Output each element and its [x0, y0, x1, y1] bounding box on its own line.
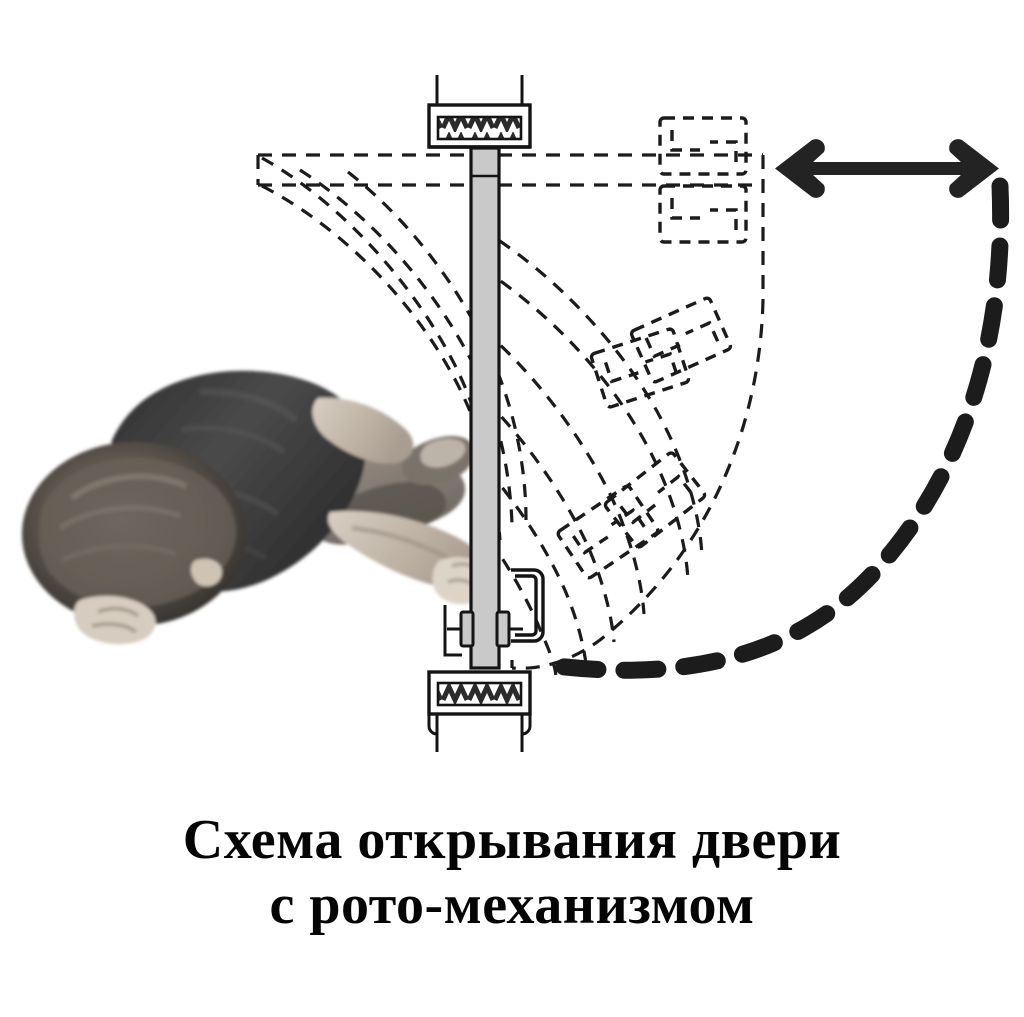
- roto-sweep-arc: [531, 177, 1010, 679]
- wall-section-bottom: [427, 670, 532, 752]
- person-photo-top-view: [22, 370, 491, 645]
- door-leaf: [469, 146, 501, 670]
- ghost-door-3: [603, 451, 707, 549]
- ghost-door-1: [629, 296, 733, 384]
- ghost-door-2: [589, 327, 691, 409]
- caption-line-2: с рото-механизмом: [269, 873, 755, 936]
- ghost-door-positions: [556, 116, 748, 580]
- door-handle: [511, 568, 545, 643]
- clearance-arrow: [775, 139, 999, 198]
- ghost-door-0b: [658, 184, 748, 244]
- door-strike-plate: [443, 605, 462, 657]
- caption-line-1: Схема открывания двери: [182, 809, 842, 871]
- ghost-door-0: [658, 116, 748, 176]
- wall-section-top: [427, 75, 532, 149]
- ghost-door-4: [556, 484, 660, 580]
- door-hinge-pivot: [447, 610, 523, 648]
- caption: Схема открывания двери с рото-механизмом: [0, 808, 1024, 938]
